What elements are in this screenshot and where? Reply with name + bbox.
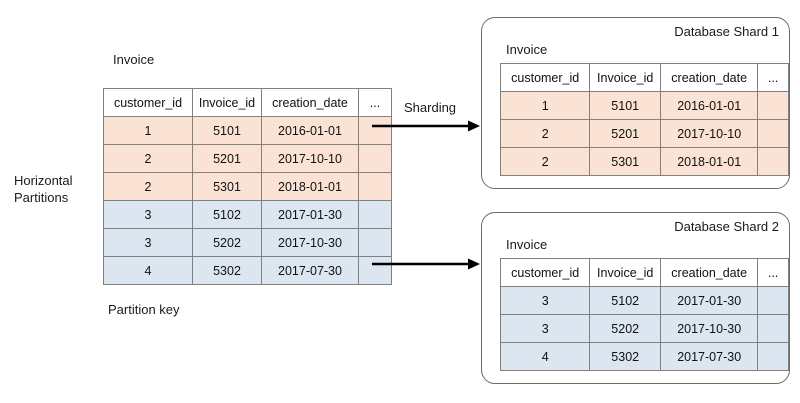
- table-row: 2 5301 2018-01-01: [499, 147, 789, 176]
- database-shard-2-panel: Database Shard 2 Invoice customer_id Inv…: [481, 212, 790, 384]
- shard-2-table: customer_id Invoice_id creation_date ...…: [499, 258, 789, 371]
- partition-key-label: Partition key: [108, 302, 180, 317]
- table-row: 3 5202 2017-10-30: [103, 228, 392, 257]
- cell-invoice-id: 5201: [192, 144, 262, 173]
- cell-creation-date: 2018-01-01: [261, 172, 359, 201]
- cell-customer-id: 2: [103, 144, 193, 173]
- cell-customer-id: 2: [499, 119, 591, 148]
- cell-more: [757, 342, 789, 371]
- table-row: 1 5101 2016-01-01: [103, 116, 392, 145]
- shard-1-col-more: ...: [757, 63, 789, 92]
- cell-customer-id: 2: [103, 172, 193, 201]
- cell-invoice-id: 5302: [589, 342, 662, 371]
- cell-invoice-id: 5202: [192, 228, 262, 257]
- horizontal-partitions-label-line1: Horizontal: [14, 173, 73, 188]
- cell-creation-date: 2017-07-30: [261, 256, 359, 285]
- shard-1-header-row: customer_id Invoice_id creation_date ...: [499, 63, 789, 92]
- source-table-caption: Invoice: [113, 52, 155, 67]
- cell-more: [358, 228, 392, 257]
- source-table-header-row: customer_id Invoice_id creation_date ...: [103, 88, 392, 117]
- cell-creation-date: 2018-01-01: [660, 147, 759, 176]
- cell-creation-date: 2016-01-01: [261, 116, 359, 145]
- shard-2-header-row: customer_id Invoice_id creation_date ...: [499, 258, 789, 287]
- shard-2-col-customer-id: customer_id: [499, 258, 591, 287]
- cell-more: [358, 116, 392, 145]
- cell-creation-date: 2017-10-30: [261, 228, 359, 257]
- source-col-more: ...: [358, 88, 392, 117]
- cell-more: [757, 119, 789, 148]
- shard-1-col-invoice-id: Invoice_id: [589, 63, 662, 92]
- database-shard-1-title: Database Shard 1: [674, 24, 779, 39]
- table-row: 3 5202 2017-10-30: [499, 314, 789, 343]
- horizontal-partitions-label-line2: Partitions: [14, 190, 69, 205]
- cell-creation-date: 2017-10-30: [660, 314, 759, 343]
- cell-invoice-id: 5102: [192, 200, 262, 229]
- table-row: 4 5302 2017-07-30: [103, 256, 392, 285]
- shard-2-col-more: ...: [757, 258, 789, 287]
- cell-customer-id: 4: [499, 342, 591, 371]
- cell-customer-id: 3: [103, 228, 193, 257]
- cell-more: [757, 286, 789, 315]
- table-row: 2 5201 2017-10-10: [103, 144, 392, 173]
- cell-more: [358, 144, 392, 173]
- table-row: 3 5102 2017-01-30: [499, 286, 789, 315]
- cell-more: [757, 314, 789, 343]
- cell-creation-date: 2016-01-01: [660, 91, 759, 120]
- shard-2-table-caption: Invoice: [506, 237, 548, 252]
- cell-customer-id: 2: [499, 147, 591, 176]
- shard-2-col-creation-date: creation_date: [660, 258, 759, 287]
- cell-creation-date: 2017-10-10: [660, 119, 759, 148]
- cell-invoice-id: 5101: [192, 116, 262, 145]
- cell-more: [757, 91, 789, 120]
- cell-customer-id: 4: [103, 256, 193, 285]
- horizontal-partitions-label: Horizontal Partitions: [14, 172, 109, 206]
- source-table: customer_id Invoice_id creation_date ...…: [103, 88, 392, 285]
- sharding-arrow-label: Sharding: [404, 100, 457, 115]
- cell-customer-id: 3: [103, 200, 193, 229]
- source-col-customer-id: customer_id: [103, 88, 193, 117]
- cell-customer-id: 1: [103, 116, 193, 145]
- cell-creation-date: 2017-10-10: [261, 144, 359, 173]
- cell-creation-date: 2017-01-30: [660, 286, 759, 315]
- database-shard-1-panel: Database Shard 1 Invoice customer_id Inv…: [481, 17, 790, 189]
- sharding-arrow-2: [372, 258, 480, 270]
- cell-customer-id: 3: [499, 286, 591, 315]
- table-row: 3 5102 2017-01-30: [103, 200, 392, 229]
- cell-more: [358, 200, 392, 229]
- database-shard-2-title: Database Shard 2: [674, 219, 779, 234]
- cell-customer-id: 1: [499, 91, 591, 120]
- cell-more: [757, 147, 789, 176]
- shard-2-col-invoice-id: Invoice_id: [589, 258, 662, 287]
- cell-invoice-id: 5301: [589, 147, 662, 176]
- source-col-creation-date: creation_date: [261, 88, 359, 117]
- cell-invoice-id: 5302: [192, 256, 262, 285]
- cell-invoice-id: 5201: [589, 119, 662, 148]
- shard-1-table-caption: Invoice: [506, 42, 548, 57]
- cell-invoice-id: 5301: [192, 172, 262, 201]
- cell-more: [358, 256, 392, 285]
- table-row: 2 5201 2017-10-10: [499, 119, 789, 148]
- table-row: 2 5301 2018-01-01: [103, 172, 392, 201]
- table-row: 1 5101 2016-01-01: [499, 91, 789, 120]
- cell-invoice-id: 5202: [589, 314, 662, 343]
- source-col-invoice-id: Invoice_id: [192, 88, 262, 117]
- shard-1-table: customer_id Invoice_id creation_date ...…: [499, 63, 789, 176]
- sharding-arrow-1: [372, 120, 480, 132]
- cell-customer-id: 3: [499, 314, 591, 343]
- cell-more: [358, 172, 392, 201]
- shard-1-col-customer-id: customer_id: [499, 63, 591, 92]
- table-row: 4 5302 2017-07-30: [499, 342, 789, 371]
- shard-1-col-creation-date: creation_date: [660, 63, 759, 92]
- cell-invoice-id: 5102: [589, 286, 662, 315]
- cell-creation-date: 2017-07-30: [660, 342, 759, 371]
- cell-creation-date: 2017-01-30: [261, 200, 359, 229]
- cell-invoice-id: 5101: [589, 91, 662, 120]
